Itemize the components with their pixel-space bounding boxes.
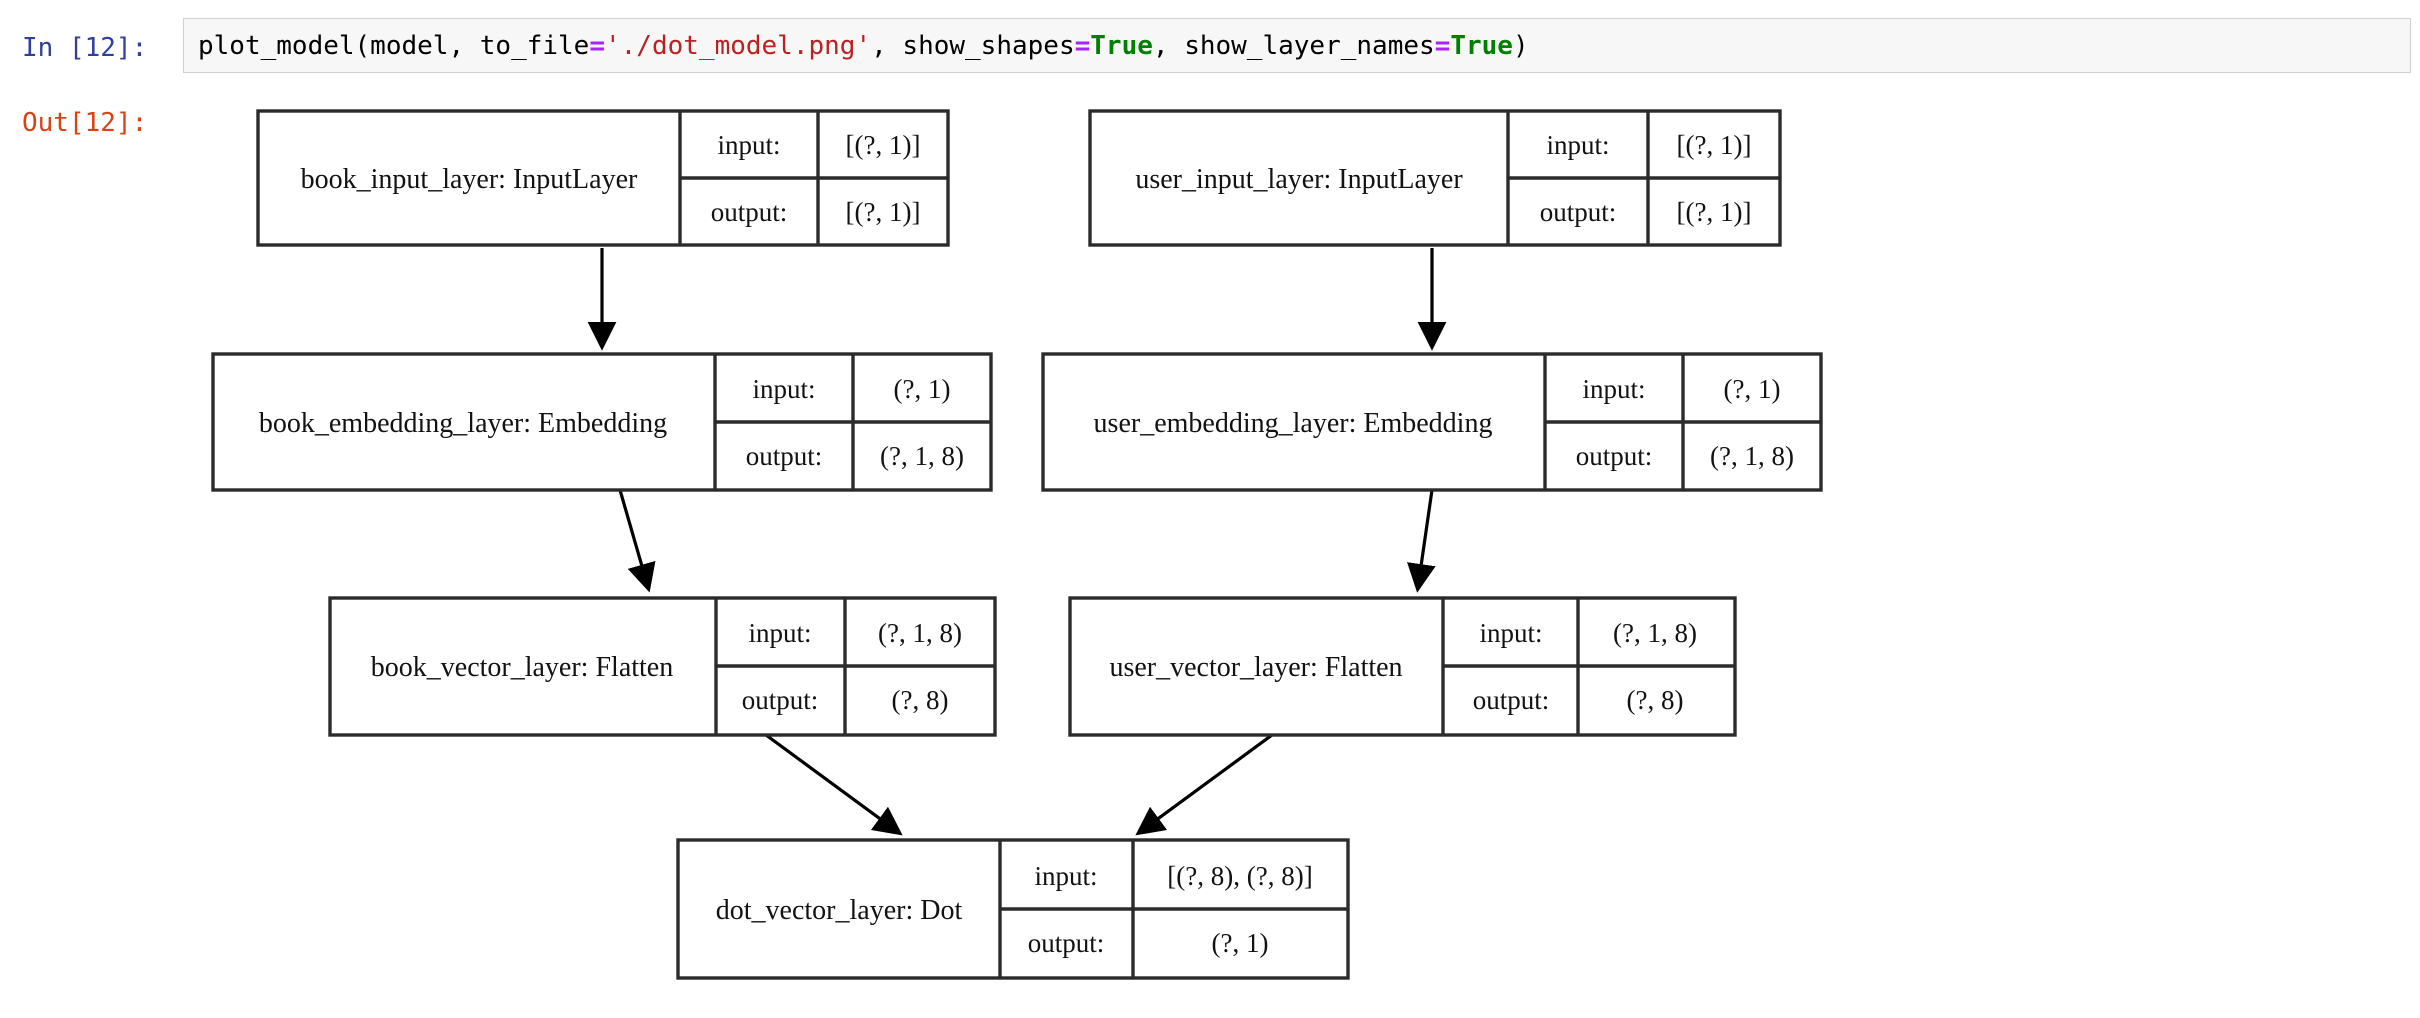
node-input-shape: (?, 1)	[1724, 374, 1781, 404]
node-output-key: output:	[1540, 197, 1617, 227]
code-token-sep-2: , show_layer_names	[1152, 31, 1435, 61]
node-label: book_embedding_layer: Embedding	[259, 408, 667, 439]
node-input-key: input:	[717, 130, 780, 160]
node-input-key: input:	[752, 374, 815, 404]
code-token-true-1: True	[1090, 31, 1153, 61]
node-output-key: output:	[742, 685, 819, 715]
node-input-key: input:	[1479, 618, 1542, 648]
node-output-key: output:	[746, 441, 823, 471]
node-output-shape: (?, 1, 8)	[1710, 441, 1794, 471]
node-input-shape: (?, 1)	[894, 374, 951, 404]
node-label: book_input_layer: InputLayer	[301, 164, 638, 195]
code-token-close-paren: )	[1512, 31, 1529, 61]
code-token-true-2: True	[1450, 31, 1513, 61]
edge-book-vector-to-dot	[765, 733, 903, 836]
node-input-shape: [(?, 1)]	[846, 130, 921, 160]
code-token-sep-1: , show_shapes	[871, 31, 1075, 61]
code-line: plot_model(model, to_file='./dot_model.p…	[198, 30, 1529, 62]
edge-group	[587, 248, 1447, 836]
edge-user-embedding-to-user-vector	[1407, 489, 1436, 593]
node-output-key: output:	[1576, 441, 1653, 471]
output-prompt-label: Out[12]:	[22, 108, 148, 138]
node-input-key: input:	[748, 618, 811, 648]
node-input-key: input:	[1034, 861, 1097, 891]
node-output-shape: (?, 1)	[1212, 928, 1269, 958]
node-output-shape: [(?, 1)]	[846, 197, 921, 227]
node-output-key: output:	[1473, 685, 1550, 715]
node-label: dot_vector_layer: Dot	[716, 895, 963, 926]
node-user-embedding-layer: user_embedding_layer: Embedding input: (…	[1041, 352, 1823, 492]
node-input-shape: [(?, 1)]	[1677, 130, 1752, 160]
node-user-input-layer: user_input_layer: InputLayer input: [(?,…	[1088, 109, 1782, 247]
node-dot-vector-layer: dot_vector_layer: Dot input: [(?, 8), (?…	[676, 838, 1350, 980]
code-token-equals-2: =	[1074, 31, 1091, 61]
node-label: user_embedding_layer: Embedding	[1094, 408, 1493, 439]
code-token-equals-3: =	[1434, 31, 1451, 61]
node-output-key: output:	[1028, 928, 1105, 958]
edge-user-vector-to-dot	[1135, 733, 1273, 836]
code-editor[interactable]: plot_model(model, to_file='./dot_model.p…	[183, 18, 2411, 73]
code-token-equals-1: =	[589, 31, 605, 61]
node-output-key: output:	[711, 197, 788, 227]
node-input-shape: [(?, 8), (?, 8)]	[1167, 861, 1312, 891]
node-output-shape: (?, 8)	[1627, 685, 1684, 715]
node-input-key: input:	[1546, 130, 1609, 160]
node-user-vector-layer: user_vector_layer: Flatten input: (?, 1,…	[1068, 596, 1737, 737]
node-book-vector-layer: book_vector_layer: Flatten input: (?, 1,…	[328, 596, 997, 737]
node-output-shape: [(?, 1)]	[1677, 197, 1752, 227]
node-output-shape: (?, 1, 8)	[880, 441, 964, 471]
node-label: user_vector_layer: Flatten	[1109, 652, 1402, 683]
node-output-shape: (?, 8)	[892, 685, 949, 715]
node-input-shape: (?, 1, 8)	[1613, 618, 1697, 648]
edge-book-embedding-to-book-vector	[618, 489, 656, 593]
input-prompt-label: In [12]:	[22, 33, 148, 63]
node-book-embedding-layer: book_embedding_layer: Embedding input: (…	[211, 352, 993, 492]
code-token-call: plot_model(model, to_file	[198, 31, 590, 61]
node-book-input-layer: book_input_layer: InputLayer input: [(?,…	[256, 109, 950, 247]
node-label: user_input_layer: InputLayer	[1135, 164, 1463, 195]
node-input-key: input:	[1582, 374, 1645, 404]
code-token-string: './dot_model.png'	[605, 31, 872, 61]
node-label: book_vector_layer: Flatten	[371, 652, 673, 683]
model-graph-image: book_input_layer: InputLayer input: [(?,…	[0, 90, 2420, 1018]
node-input-shape: (?, 1, 8)	[878, 618, 962, 648]
